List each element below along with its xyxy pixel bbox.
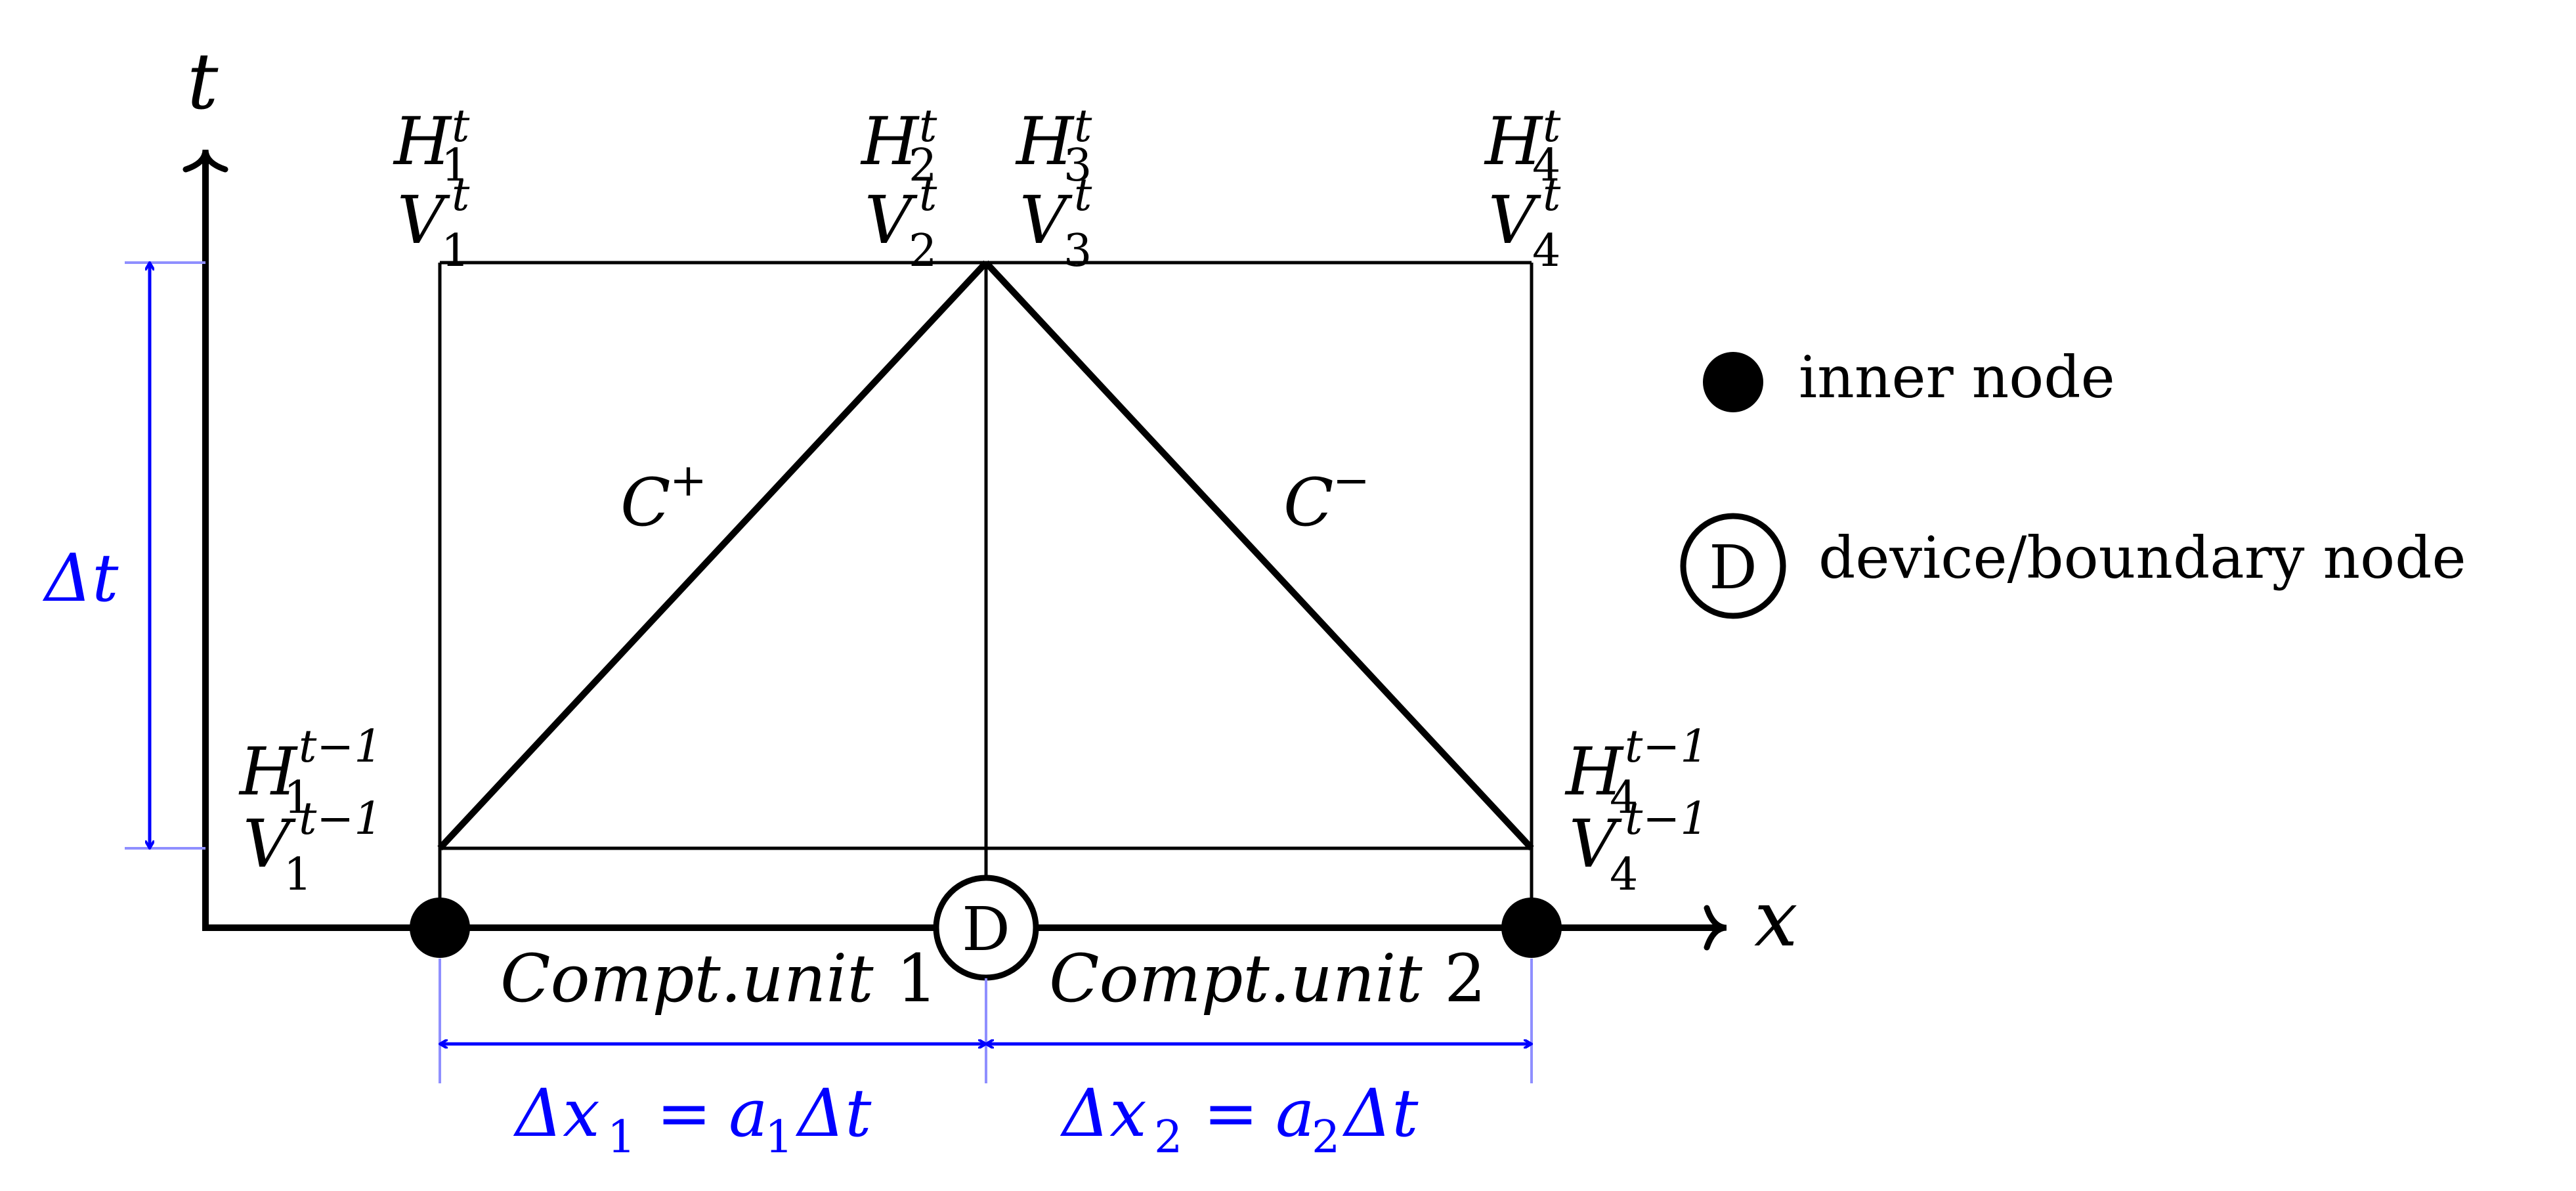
svg-text:Δx: Δx [1060, 1075, 1147, 1152]
svg-text:V: V [243, 806, 296, 882]
svg-text:2: 2 [1444, 940, 1486, 1017]
c-minus-label: C − [1283, 455, 1370, 541]
svg-text:t−1: t−1 [299, 793, 383, 845]
legend-boundary-node-label: device/boundary node [1818, 524, 2466, 592]
bottom-node-labels: H t−1 1 V t−1 1 H t−1 4 V t−1 4 [238, 721, 1709, 901]
t-axis-label: t [187, 36, 219, 127]
svg-text:t: t [1543, 100, 1561, 152]
node-label-3-top: H t 3 V t 3 [1015, 100, 1092, 277]
svg-text:2: 2 [1154, 1112, 1182, 1163]
node-label-2-top: H t 2 V t 2 [860, 100, 937, 277]
dt-label: Δt [42, 540, 119, 617]
device-node: D [933, 875, 1039, 981]
svg-text:t: t [1543, 169, 1561, 221]
c-minus-line [983, 260, 1534, 851]
svg-text:1: 1 [441, 225, 469, 277]
axes: t x [182, 36, 1798, 964]
svg-text:1: 1 [896, 940, 938, 1017]
svg-text:Δx: Δx [513, 1075, 600, 1152]
svg-text:V: V [865, 182, 918, 259]
svg-text:−: − [1333, 455, 1370, 507]
svg-text:1: 1 [607, 1112, 635, 1163]
node-label-1-top: H t 1 V t 1 [393, 100, 470, 277]
c-plus-label: C + [620, 455, 707, 541]
svg-text:1: 1 [284, 772, 312, 824]
svg-text:Compt.unit: Compt.unit [500, 940, 874, 1017]
svg-text:4: 4 [1610, 772, 1638, 824]
svg-text:H: H [1484, 103, 1543, 180]
svg-text:V: V [1020, 182, 1073, 259]
svg-text:H: H [860, 103, 920, 180]
svg-text:t: t [1074, 169, 1092, 221]
svg-text:a: a [729, 1075, 768, 1152]
svg-text:1: 1 [765, 1112, 793, 1163]
svg-text:+: + [670, 455, 707, 507]
svg-text:=: = [1203, 1075, 1258, 1152]
top-node-labels: H t 1 V t 1 H t 2 V t 2 H t 3 V t 3 H t … [393, 100, 1561, 277]
svg-text:Δt: Δt [1342, 1075, 1419, 1152]
unit-label-1: Compt.unit 1 [500, 940, 938, 1017]
svg-text:4: 4 [1610, 849, 1638, 901]
x-axis-arrowhead [1704, 905, 1727, 951]
svg-text:D: D [962, 894, 1010, 964]
svg-text:C: C [620, 464, 671, 541]
x-axis-label: x [1754, 873, 1798, 964]
svg-text:H: H [393, 103, 452, 180]
dx1-label: Δx 1 = a 1 Δt [513, 1075, 872, 1163]
c-plus-line [437, 260, 989, 851]
node-label-4-bottom: H t−1 4 V t−1 4 [1564, 721, 1709, 901]
svg-text:V: V [1488, 182, 1541, 259]
svg-text:2: 2 [1312, 1112, 1340, 1163]
svg-text:t: t [452, 169, 470, 221]
svg-text:4: 4 [1532, 140, 1560, 192]
inner-node-4 [1501, 898, 1562, 958]
dx2-label: Δx 2 = a 2 Δt [1060, 1075, 1419, 1163]
legend-boundary-node-marker: D [1680, 513, 1786, 619]
svg-text:2: 2 [909, 140, 937, 192]
svg-text:4: 4 [1532, 225, 1560, 277]
svg-text:V: V [397, 182, 450, 259]
svg-text:3: 3 [1063, 225, 1092, 277]
node-label-1-bottom: H t−1 1 V t−1 1 [238, 721, 383, 901]
svg-text:D: D [1709, 532, 1757, 603]
svg-text:H: H [238, 733, 298, 810]
svg-text:t: t [1074, 100, 1092, 152]
svg-text:Compt.unit: Compt.unit [1049, 940, 1423, 1017]
svg-text:H: H [1015, 103, 1075, 180]
svg-text:1: 1 [284, 849, 312, 901]
svg-text:t: t [919, 100, 937, 152]
unit-label-2: Compt.unit 2 [1049, 940, 1486, 1017]
svg-text:C: C [1283, 464, 1334, 541]
svg-text:3: 3 [1063, 140, 1092, 192]
dimension-annotations: Δt Δx 1 = a 1 Δt Δx 2 = a 2 Δt [42, 261, 1533, 1163]
svg-text:2: 2 [909, 225, 937, 277]
legend: inner node D device/boundary node [1680, 343, 2466, 619]
characteristic-labels: C + C − [620, 455, 1370, 541]
grid [438, 261, 1534, 928]
svg-text:t: t [452, 100, 470, 152]
svg-text:a: a [1276, 1075, 1315, 1152]
svg-text:t: t [919, 169, 937, 221]
svg-text:=: = [656, 1075, 712, 1152]
svg-text:Δt: Δt [795, 1075, 872, 1152]
inner-node-1 [410, 898, 470, 958]
svg-text:H: H [1564, 733, 1624, 810]
svg-text:t−1: t−1 [1625, 793, 1709, 845]
svg-text:V: V [1569, 806, 1622, 882]
svg-text:t−1: t−1 [299, 721, 383, 773]
svg-text:t−1: t−1 [1625, 721, 1709, 773]
legend-inner-node-marker [1703, 352, 1763, 412]
svg-text:1: 1 [441, 140, 469, 192]
legend-inner-node-label: inner node [1799, 343, 2115, 411]
t-axis-arrowhead [182, 149, 228, 173]
node-label-4-top: H t 4 V t 4 [1484, 100, 1561, 277]
